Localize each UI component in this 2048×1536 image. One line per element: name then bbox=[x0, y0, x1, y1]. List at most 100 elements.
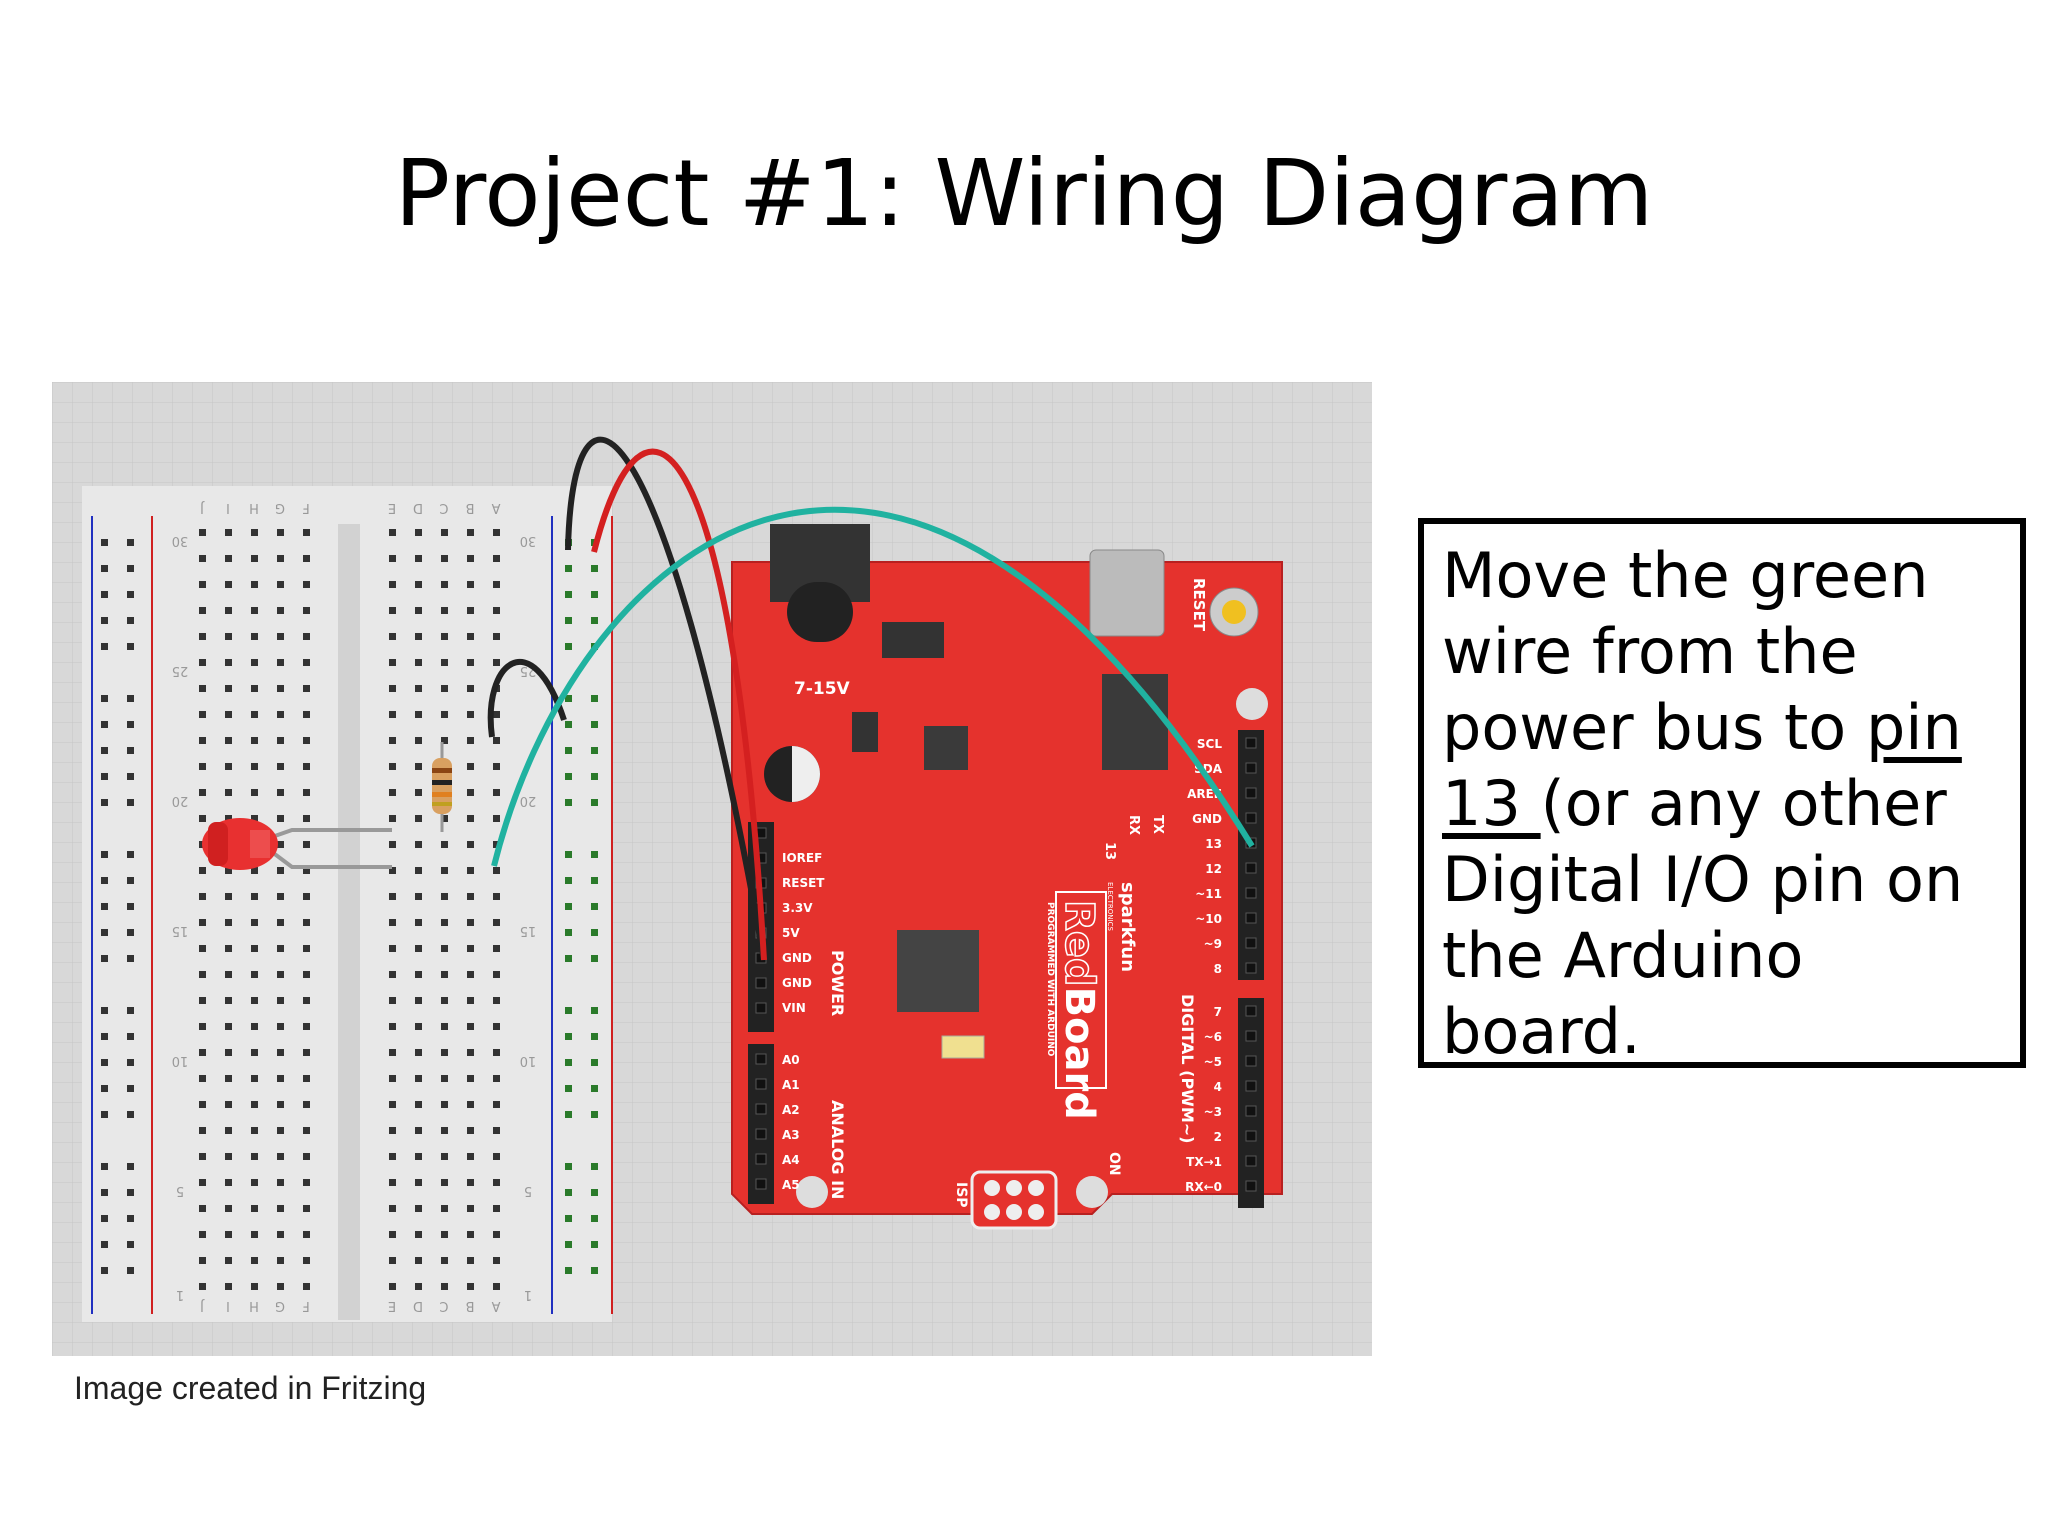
column-label: B bbox=[466, 1298, 475, 1313]
row-number-label: 30 bbox=[172, 533, 189, 548]
digital-pin-label: TX→1 bbox=[1186, 1155, 1222, 1169]
digital-pin-label: ~3 bbox=[1204, 1105, 1222, 1119]
led-label-rx: RX bbox=[1126, 815, 1141, 835]
digital-header-label: DIGITAL (PWM~) bbox=[1178, 994, 1197, 1143]
digital-pin-label: GND bbox=[1192, 812, 1222, 826]
power-jack-label: 7-15V bbox=[794, 679, 851, 699]
digital-pin-label: 8 bbox=[1214, 962, 1222, 976]
column-label: B bbox=[466, 500, 475, 515]
power-header-label: POWER bbox=[828, 950, 847, 1016]
wire-black-short bbox=[487, 659, 567, 738]
row-number-label: 15 bbox=[520, 923, 537, 938]
column-label: E bbox=[388, 500, 396, 515]
column-label: H bbox=[249, 1298, 259, 1313]
svg-text:RedBoard: RedBoard bbox=[1056, 900, 1102, 1120]
image-caption: Image created in Fritzing bbox=[74, 1370, 427, 1406]
column-label: D bbox=[413, 1298, 423, 1313]
column-label: C bbox=[439, 1298, 448, 1313]
column-label: D bbox=[413, 500, 423, 515]
logo-board: Board bbox=[1056, 987, 1102, 1120]
pin-labels: IOREFRESET3.3V5VGNDGNDVINA0A1A2A3A4A5SCL… bbox=[755, 737, 1257, 1194]
column-label: J bbox=[200, 1298, 205, 1313]
on-led-label: ON bbox=[1106, 1152, 1122, 1176]
row-number-label: 30 bbox=[520, 533, 537, 548]
row-number-label: 10 bbox=[172, 1053, 189, 1068]
digital-pin-label: 4 bbox=[1214, 1080, 1222, 1094]
row-number-label: 5 bbox=[176, 1183, 184, 1198]
column-label: A bbox=[491, 500, 500, 515]
column-label: F bbox=[302, 1298, 309, 1313]
column-label: I bbox=[226, 500, 230, 515]
analog-pin-label: A1 bbox=[782, 1078, 800, 1092]
reset-label: RESET bbox=[1190, 578, 1208, 632]
row-number-label: 20 bbox=[172, 793, 189, 808]
slide-title: Project #1: Wiring Diagram bbox=[394, 140, 1654, 247]
column-label: A bbox=[491, 1298, 500, 1313]
voltage-regulator bbox=[882, 622, 944, 658]
digital-pin-label: ~9 bbox=[1204, 937, 1222, 951]
digital-pin-label: SCL bbox=[1197, 737, 1222, 751]
row-number-label: 1 bbox=[176, 1287, 184, 1302]
microcontroller bbox=[897, 930, 979, 1012]
digital-pin-label: 13 bbox=[1205, 837, 1222, 851]
led bbox=[202, 818, 392, 870]
row-number-label: 20 bbox=[520, 793, 537, 808]
crystal bbox=[941, 1035, 985, 1059]
row-number-label: 10 bbox=[520, 1053, 537, 1068]
row-number-label: 25 bbox=[172, 663, 189, 678]
column-label: J bbox=[200, 500, 205, 515]
analog-header bbox=[748, 1044, 774, 1204]
analog-pin-label: A3 bbox=[782, 1128, 800, 1142]
isp-label: ISP bbox=[953, 1182, 969, 1208]
power-pin-label: GND bbox=[782, 976, 812, 990]
usb-connector bbox=[1089, 549, 1165, 637]
column-label: G bbox=[275, 1298, 285, 1313]
regulator-chip bbox=[924, 726, 968, 770]
led-label-tx: TX bbox=[1150, 815, 1165, 834]
breadboard-center-channel bbox=[338, 524, 360, 1320]
power-pin-label: VIN bbox=[782, 1001, 806, 1015]
pin-13-link: pin 13 bbox=[1442, 691, 1962, 840]
isp-header bbox=[970, 1170, 1058, 1230]
digital-pin-label: ~10 bbox=[1195, 912, 1222, 926]
digital-pin-label: 7 bbox=[1214, 1005, 1222, 1019]
power-pin-label: GND bbox=[782, 951, 812, 965]
row-number-label: 15 bbox=[172, 923, 189, 938]
column-label: E bbox=[388, 1298, 396, 1313]
wire-green-signal bbox=[491, 506, 1255, 867]
digital-pin-label: ~11 bbox=[1195, 887, 1222, 901]
column-label: F bbox=[302, 500, 309, 515]
digital-pin-label: 12 bbox=[1205, 862, 1222, 876]
logo-red: Red bbox=[1056, 900, 1102, 987]
resistor bbox=[432, 742, 452, 832]
digital-pin-label: RX←0 bbox=[1185, 1180, 1222, 1194]
digital-pin-label: ~6 bbox=[1204, 1030, 1222, 1044]
power-pin-label: RESET bbox=[782, 876, 825, 890]
sparkfun-logo: sparkfun bbox=[1117, 882, 1138, 972]
power-pin-label: 5V bbox=[782, 926, 800, 940]
instruction-text-before: Move the green wire from the power bus t… bbox=[1442, 539, 1929, 764]
sparkfun-sub: ELECTRONICS bbox=[1106, 882, 1114, 931]
analog-pin-label: A2 bbox=[782, 1103, 800, 1117]
power-pin-label: 3.3V bbox=[782, 901, 813, 915]
digital-header-bottom bbox=[1238, 998, 1264, 1208]
analog-pin-label: A0 bbox=[782, 1053, 800, 1067]
analog-header-label: ANALOG IN bbox=[828, 1100, 847, 1199]
row-number-label: 1 bbox=[524, 1287, 532, 1302]
redboard: 7-15V RESET ISP sparkfun ELECTRONICS Red… bbox=[731, 524, 1283, 1230]
row-number-label: 5 bbox=[524, 1183, 532, 1198]
digital-pin-label: ~5 bbox=[1204, 1055, 1222, 1069]
logo-tagline: PROGRAMMED WITH ARDUINO bbox=[1045, 902, 1055, 1057]
column-label: G bbox=[275, 500, 285, 515]
power-pin-label: IOREF bbox=[782, 851, 822, 865]
wire-red-power bbox=[591, 448, 767, 961]
analog-pin-label: A5 bbox=[782, 1178, 800, 1192]
digital-pin-label: 2 bbox=[1214, 1130, 1222, 1144]
instruction-text-after: (or any other Digital I/O pin on the Ard… bbox=[1442, 767, 1964, 1068]
led-label-13: 13 bbox=[1102, 842, 1117, 860]
column-label: C bbox=[439, 500, 448, 515]
